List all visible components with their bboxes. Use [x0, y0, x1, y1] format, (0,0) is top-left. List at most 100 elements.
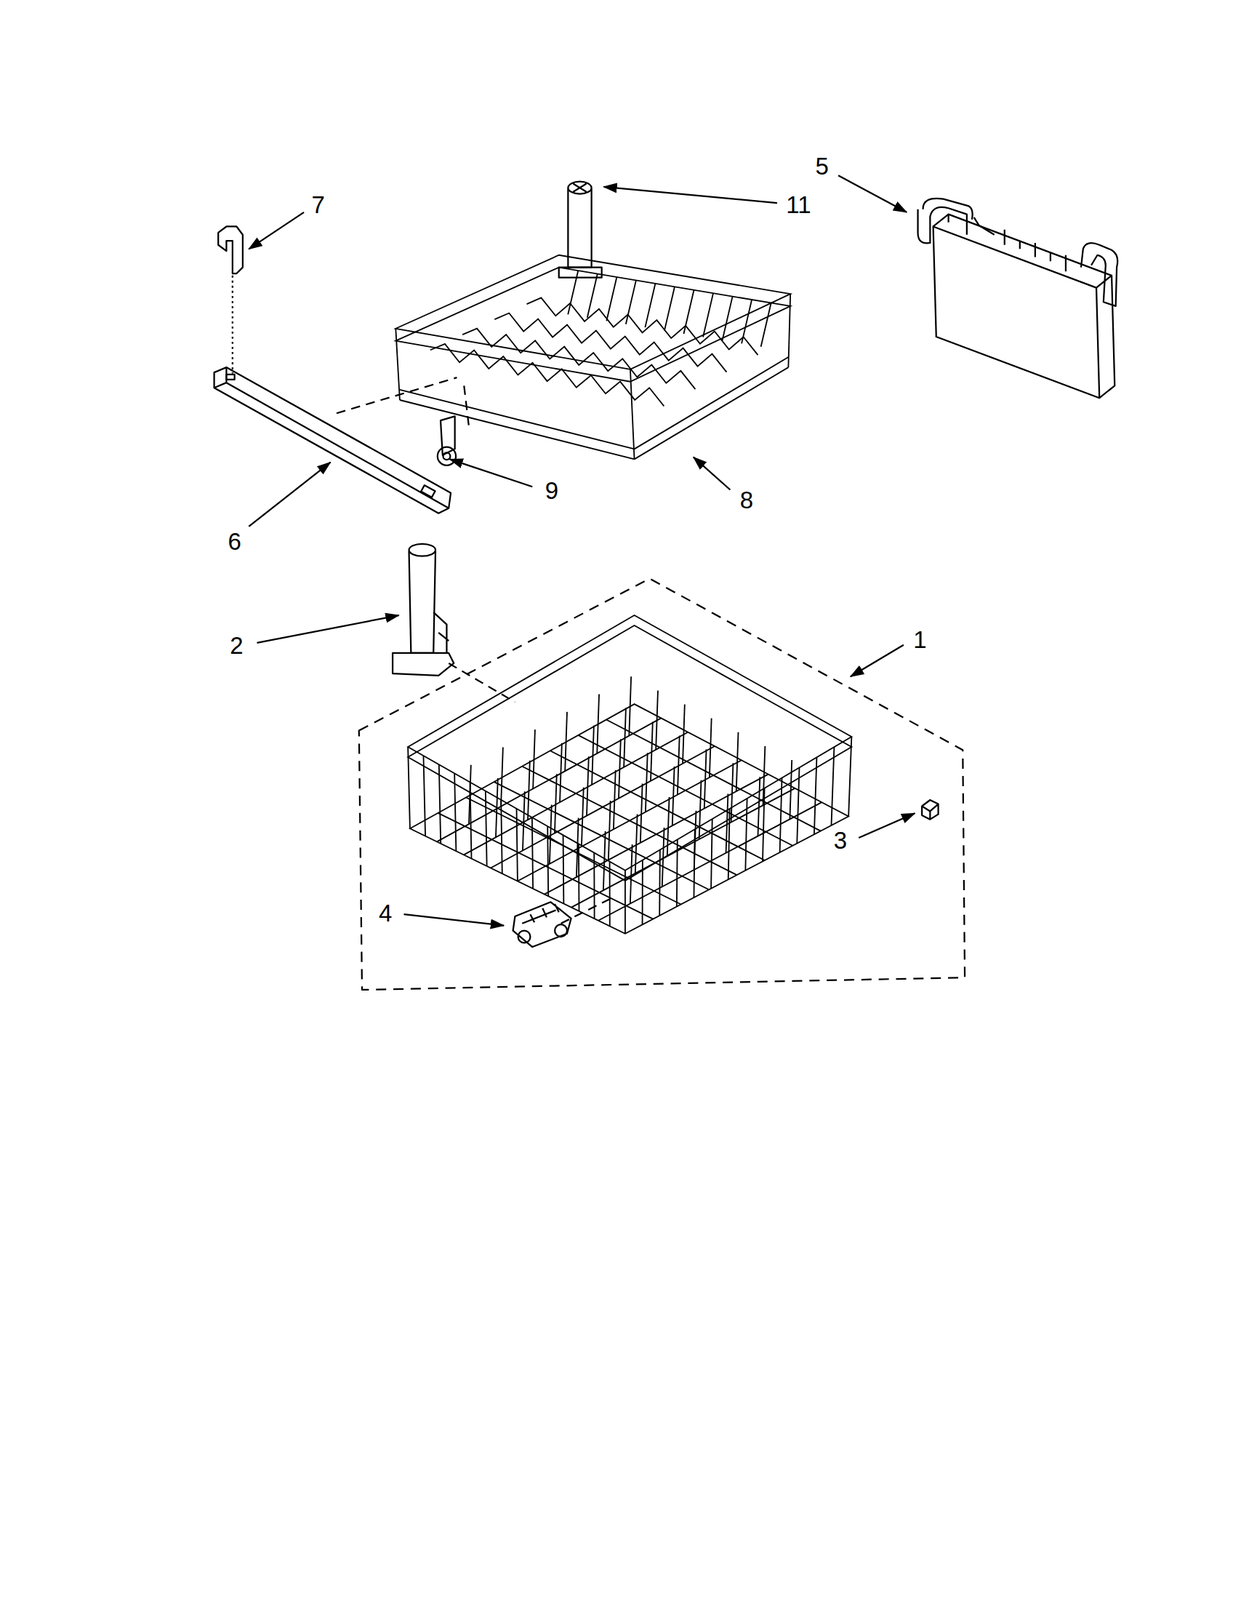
callout-number: 3 — [832, 828, 849, 853]
rack-wire — [454, 772, 456, 851]
rack-tine — [628, 676, 632, 736]
rack-tine — [591, 725, 594, 785]
rack-wire — [439, 764, 441, 844]
wheel-part — [443, 452, 451, 460]
rack-tine — [554, 773, 557, 833]
rack-wire — [485, 790, 488, 866]
rack-tine — [789, 759, 792, 819]
rack-tine — [645, 752, 648, 812]
clip-part — [513, 901, 572, 947]
rack-tine — [527, 297, 759, 355]
tube-part — [409, 551, 436, 653]
callout-number: 4 — [377, 900, 394, 925]
wheel-part — [518, 930, 531, 943]
rail-part — [214, 367, 450, 509]
rack-tine — [741, 299, 752, 344]
rack-wire — [728, 808, 730, 879]
leader-arrow — [257, 615, 400, 643]
rack-tine — [704, 748, 707, 808]
rack-tine — [726, 793, 729, 853]
rack-tine — [606, 276, 617, 321]
rack-wire — [831, 746, 835, 826]
leader-arrow — [850, 644, 904, 677]
rack-wire — [532, 817, 533, 889]
rack-wire — [516, 808, 518, 882]
callout-number: 2 — [228, 633, 245, 658]
rack-tine — [603, 830, 606, 890]
rack-wire — [780, 777, 783, 853]
leader-arrow — [693, 457, 731, 491]
rack-tine — [527, 760, 530, 820]
rack-tine — [623, 708, 626, 767]
rack-tine — [757, 776, 760, 836]
rack-wire — [395, 328, 400, 400]
rack-tine — [500, 746, 504, 806]
rack-tine — [630, 844, 633, 903]
leader-arrow — [858, 812, 915, 838]
rack-rim — [634, 367, 789, 459]
rack-rim — [407, 625, 852, 881]
rack-tine — [699, 780, 702, 839]
rack-wire — [788, 293, 791, 368]
tube-part — [392, 612, 454, 676]
callout-number: 11 — [784, 192, 813, 217]
rack-tine — [703, 292, 714, 337]
rail-slot — [226, 374, 235, 380]
rack-tine — [736, 732, 739, 791]
rack-tine — [576, 817, 579, 877]
rack-tine — [587, 273, 598, 317]
rail-slot — [420, 484, 435, 498]
rack-tine — [672, 766, 675, 826]
rack-wire — [438, 812, 654, 919]
rack-tine — [581, 787, 584, 847]
rack-wire — [466, 796, 682, 904]
callout-number: 9 — [543, 478, 560, 503]
leader-arrow — [603, 186, 777, 203]
rack-tine — [522, 790, 525, 850]
leader-arrow — [404, 913, 504, 925]
wheel-part — [554, 924, 568, 937]
rack-tine — [430, 343, 664, 407]
leader-arrow — [838, 175, 907, 213]
rack-wire — [606, 719, 821, 831]
rack-wire — [624, 870, 626, 934]
rack-wire — [745, 798, 747, 871]
rack-tine — [468, 764, 472, 824]
knob-part — [921, 799, 938, 820]
rack-wire — [550, 750, 765, 861]
rack-wire — [407, 746, 411, 829]
rack-tine — [761, 302, 772, 347]
leader-arrow — [450, 458, 533, 487]
basket-part — [918, 198, 1119, 398]
rack-tine — [662, 827, 665, 887]
rack-tine — [682, 704, 685, 764]
rack-tine — [664, 286, 675, 331]
rack-wire — [494, 781, 709, 890]
wheel-part — [437, 447, 456, 466]
rack-tine — [709, 718, 712, 778]
rack-floor — [410, 703, 849, 934]
rack-tine — [677, 735, 680, 794]
rack-tine — [495, 777, 498, 837]
rack-tine — [462, 328, 696, 389]
rack-wire — [711, 818, 713, 889]
tube-part — [559, 183, 602, 278]
rack-tine — [494, 313, 727, 373]
rack-rim — [399, 389, 635, 449]
leader-arrow — [248, 212, 304, 250]
callout-number: 5 — [813, 154, 830, 179]
rack-tine — [683, 290, 694, 334]
rack-wire — [593, 852, 595, 919]
rack-wire — [577, 735, 793, 846]
rack-tine — [613, 769, 616, 829]
rack-rim — [395, 267, 791, 382]
rack-tine — [559, 742, 562, 802]
rack-tine — [722, 296, 733, 341]
rack-tine — [731, 762, 734, 822]
assembly-line — [561, 897, 613, 924]
callout-number: 6 — [226, 529, 243, 554]
rack-wire — [814, 756, 818, 834]
callout-number: 7 — [309, 192, 326, 217]
rack-tine — [608, 800, 611, 860]
